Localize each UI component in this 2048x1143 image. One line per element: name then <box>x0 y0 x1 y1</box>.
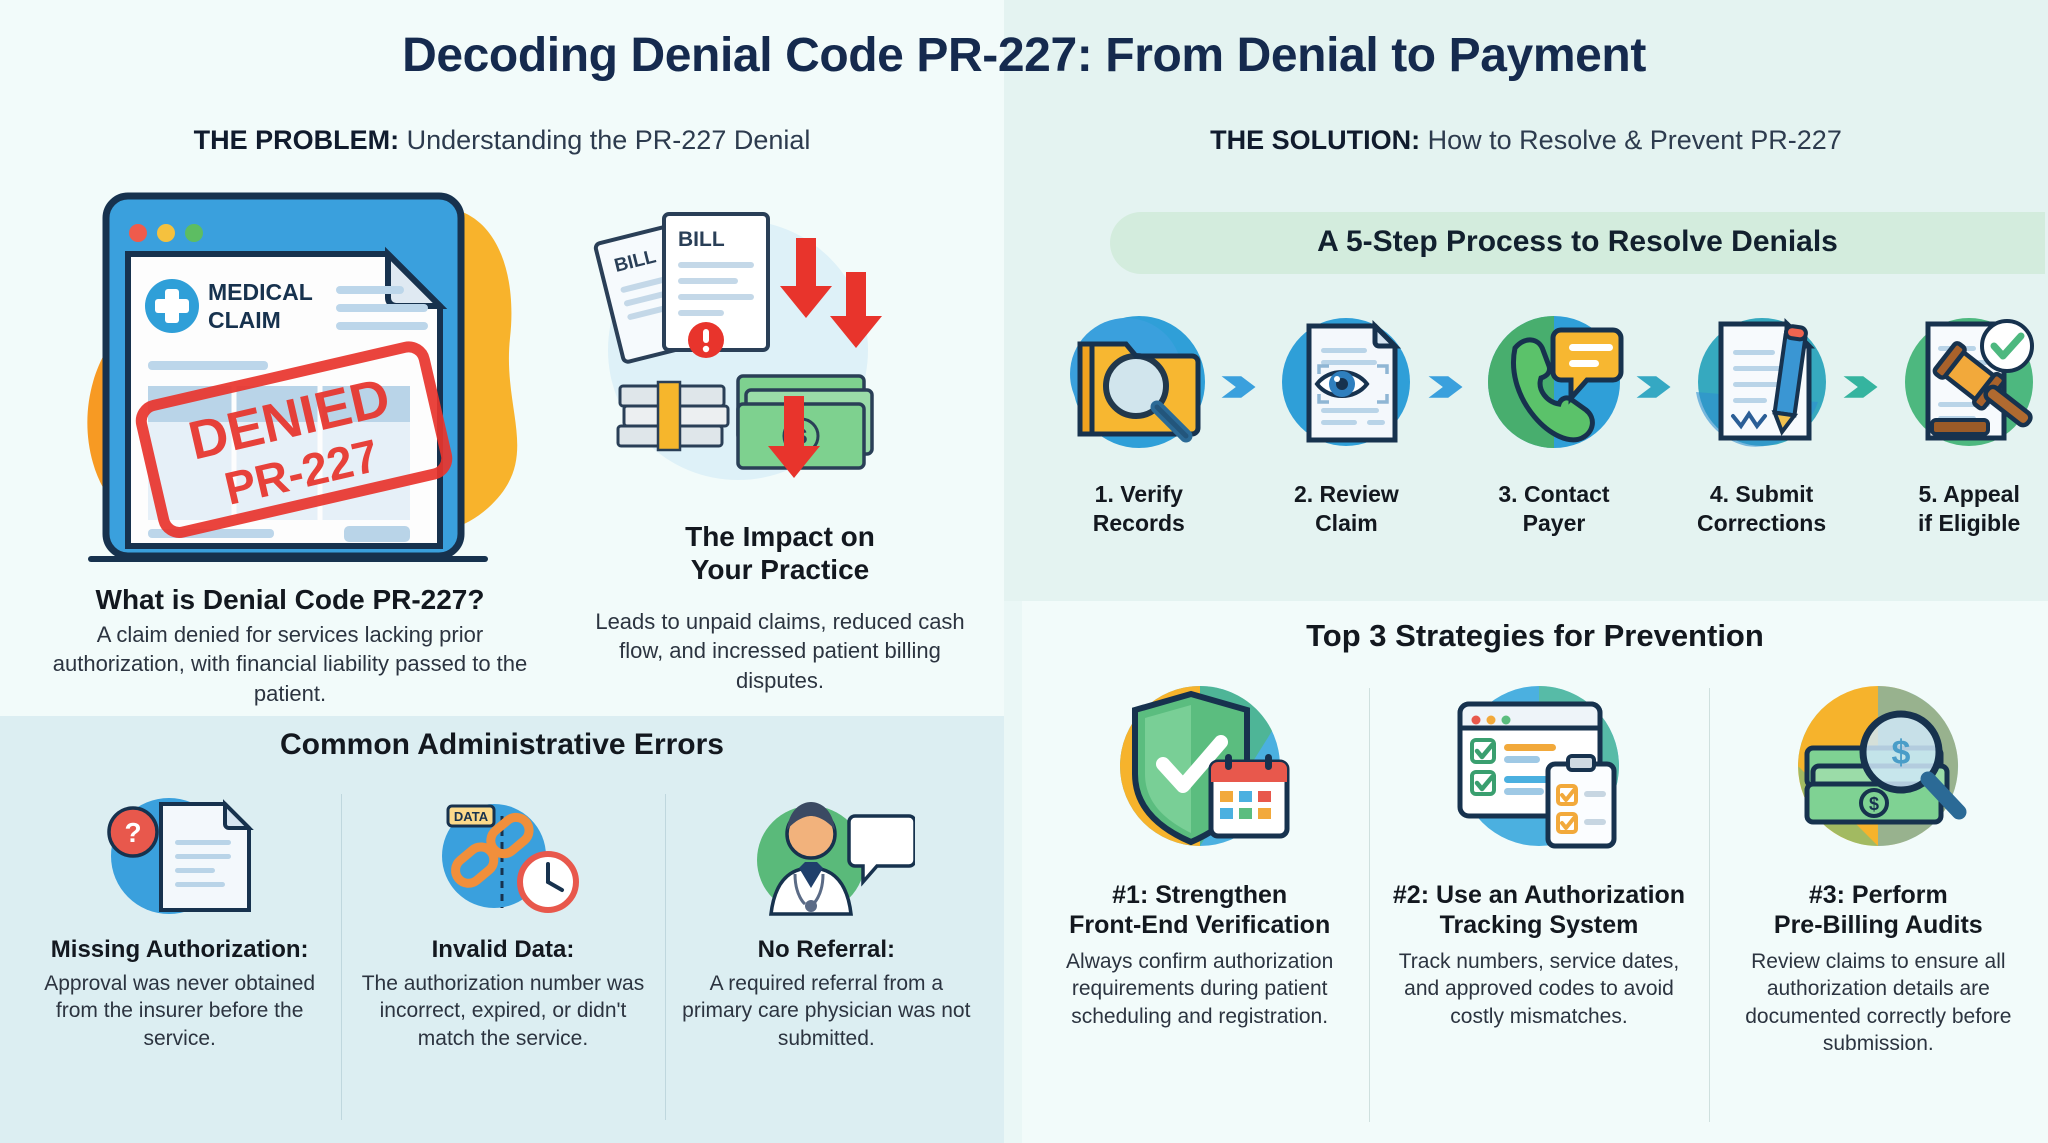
strategies-row: #1: Strengthen Front-End Verification Al… <box>1030 678 2048 1128</box>
step-label: 5. Appeal if Eligible <box>1918 480 2020 538</box>
step-label: 4. Submit Corrections <box>1697 480 1826 538</box>
impact-title: The Impact on Your Practice <box>600 520 960 586</box>
step-label-line1: 2. Review <box>1293 481 1399 507</box>
svg-text:$: $ <box>1892 734 1911 772</box>
strategy-body: Always confirm authorization requirement… <box>1066 950 1334 1028</box>
problem-kicker: THE PROBLEM: Understanding the PR-227 De… <box>0 125 1004 156</box>
physician-speech-icon <box>757 802 916 916</box>
shield-calendar-icon <box>1119 686 1290 846</box>
step-arrow-1 <box>1218 312 1268 462</box>
strategy-title-line2: Pre-Billing Audits <box>1773 911 1983 939</box>
step-arrow-3 <box>1633 312 1683 462</box>
step-contact-payer: 3. Contact Payer <box>1475 312 1633 538</box>
errors-row: ? Missing Authorization: Approval was ne… <box>18 790 988 1130</box>
strategy-title: #2: Use an Authorization Tracking System <box>1393 880 1685 940</box>
svg-text:?: ? <box>124 817 141 848</box>
impact-title-line1: The Impact on <box>685 521 875 552</box>
error-title: Missing Authorization: <box>50 936 309 963</box>
step-label: 1. Verify Records <box>1093 480 1185 538</box>
broken-link-clock-icon: DATA <box>441 804 579 913</box>
steps-banner-label: A 5-Step Process to Resolve Denials <box>1317 225 1838 258</box>
step-label-line1: 3. Contact <box>1498 481 1610 507</box>
strategies-heading: Top 3 Strategies for Prevention <box>1306 618 1764 653</box>
step-submit-corrections: 4. Submit Corrections <box>1683 312 1841 538</box>
strategy-authorization-tracking-system: #2: Use an Authorization Tracking System… <box>1369 678 1708 1128</box>
strategy-title: #1: Strengthen Front-End Verification <box>1069 880 1330 940</box>
step-label-line2: Corrections <box>1697 509 1827 536</box>
cash-magnifier-icon: $ $ <box>1798 686 1967 846</box>
problem-kicker-label: THE PROBLEM: <box>193 125 400 155</box>
svg-text:$: $ <box>1869 794 1879 814</box>
data-badge-label: DATA <box>454 809 489 824</box>
errors-heading: Common Administrative Errors <box>280 728 724 761</box>
chevron-arrow-icon <box>1636 376 1671 398</box>
financial-impact-illustration: BILL BILL $ <box>593 212 882 480</box>
problem-kicker-text: Understanding the PR-227 Denial <box>399 125 811 155</box>
steps-row: 1. Verify Records <box>1060 312 2048 572</box>
chevron-arrow-icon <box>1843 376 1878 398</box>
gavel-check-icon <box>1905 318 2035 446</box>
strategy-pre-billing-audits: $ $ #3: Perform Pre-Billing Audits Revie… <box>1708 678 2048 1128</box>
error-body: Approval was never obtained from the ins… <box>44 972 316 1050</box>
step-label-line1: 1. Verify <box>1094 481 1183 507</box>
error-title: Invalid Data: <box>431 936 575 963</box>
strategy-title-line1: #1: Strengthen <box>1112 881 1288 909</box>
step-review-claim: 2. Review Claim <box>1268 312 1426 538</box>
step-verify-records: 1. Verify Records <box>1060 312 1218 538</box>
step-label-line1: 5. Appeal <box>1918 481 2020 507</box>
strategy-title-line2: Front-End Verification <box>1069 911 1331 939</box>
phone-chat-icon <box>1487 316 1624 448</box>
folder-magnifier-icon <box>1069 316 1205 448</box>
impact-title-line2: Your Practice <box>690 554 870 586</box>
strategy-title-line1: #3: Perform <box>1808 881 1948 909</box>
step-label-line2: if Eligible <box>1918 509 2021 536</box>
claim-header-line2: CLAIM <box>208 307 281 333</box>
step-label-line2: Records <box>1092 509 1185 536</box>
what-is-title: What is Denial Code PR-227? <box>95 584 485 615</box>
steps-banner <box>1110 212 2045 274</box>
impact-body: Leads to unpaid claims, reduced cash flo… <box>595 609 965 693</box>
panel-solution-steps <box>1004 0 2048 601</box>
document-eye-icon <box>1282 318 1411 446</box>
down-arrow-icon <box>768 238 882 478</box>
error-body: A required referral from a primary care … <box>682 972 971 1050</box>
chevron-arrow-icon <box>1428 376 1463 398</box>
page-title: Decoding Denial Code PR-227: From Denial… <box>402 29 1646 82</box>
error-item-missing-authorization: ? Missing Authorization: Approval was ne… <box>18 790 341 1130</box>
error-item-no-referral: No Referral: A required referral from a … <box>664 790 988 1130</box>
step-arrow-4 <box>1840 312 1890 462</box>
step-label-line1: 4. Submit <box>1709 481 1814 507</box>
denied-claim-illustration: MEDICAL CLAIM DENIED PR-227 <box>87 192 518 562</box>
claim-header-line1: MEDICAL <box>208 279 313 305</box>
what-is-body: A claim denied for services lacking prio… <box>52 622 528 706</box>
step-label: 3. Contact Payer <box>1498 480 1609 538</box>
solution-kicker: THE SOLUTION: How to Resolve & Prevent P… <box>1004 125 2048 156</box>
error-item-invalid-data: DATA Invalid Data: The authorization num… <box>341 790 664 1130</box>
strategy-front-end-verification: #1: Strengthen Front-End Verification Al… <box>1030 678 1369 1128</box>
solution-kicker-text: How to Resolve & Prevent PR-227 <box>1420 125 1842 155</box>
chevron-arrow-icon <box>1221 376 1256 398</box>
document-question-icon: ? <box>106 798 254 914</box>
bill-label-front: BILL <box>678 228 725 251</box>
error-body: The authorization number was incorrect, … <box>361 972 645 1050</box>
tracking-window-checklist-icon <box>1457 686 1619 849</box>
solution-kicker-label: THE SOLUTION: <box>1210 125 1421 155</box>
strategy-title-line1: #2: Use an Authorization <box>1392 881 1686 909</box>
document-pencil-icon <box>1695 317 1826 447</box>
step-label: 2. Review Claim <box>1294 480 1399 538</box>
strategy-title: #3: Perform Pre-Billing Audits <box>1774 880 1983 940</box>
strategy-body: Review claims to ensure all authorizatio… <box>1745 950 2012 1055</box>
step-label-line2: Claim <box>1315 509 1378 536</box>
step-arrow-2 <box>1425 312 1475 462</box>
step-appeal-if-eligible: 5. Appeal if Eligible <box>1890 312 2048 538</box>
strategy-title-line2: Tracking System <box>1439 911 1639 939</box>
error-title: No Referral: <box>757 936 895 963</box>
strategy-body: Track numbers, service dates, and approv… <box>1398 950 1680 1028</box>
step-label-line2: Payer <box>1522 509 1586 536</box>
panel-admin-errors <box>0 716 1004 1143</box>
